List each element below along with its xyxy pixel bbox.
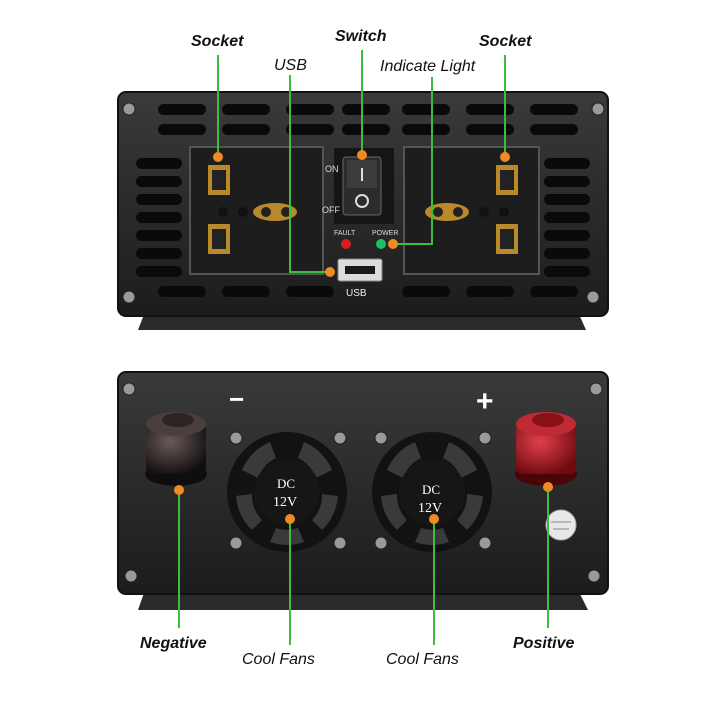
vent-slot — [136, 212, 182, 223]
vent-slot — [530, 286, 578, 297]
marker-positive — [543, 482, 553, 492]
ac-front-panel: ON OFF FAULT POWER USB — [117, 91, 609, 330]
leader-usb — [289, 75, 329, 273]
socket-right — [403, 146, 540, 275]
fault-label: FAULT — [334, 230, 356, 237]
cooling-fan-right — [372, 431, 492, 552]
fan-right-voltage-label: 12V — [418, 501, 442, 516]
vent-slot — [158, 286, 206, 297]
vent-slot — [544, 266, 590, 277]
vent-slot — [136, 266, 182, 277]
vent-slot — [286, 124, 334, 135]
vent-slot — [342, 104, 390, 115]
callout-positive: Positive — [513, 635, 575, 652]
marker-socket-right — [500, 152, 510, 162]
vent-slot — [530, 124, 578, 135]
corner-screws — [122, 382, 603, 583]
vent-slot — [544, 176, 590, 187]
rating-sticker — [545, 509, 577, 541]
vent-slot — [402, 104, 450, 115]
vent-slot — [544, 158, 590, 169]
vent-slot — [402, 124, 450, 135]
vent-slot — [544, 194, 590, 205]
power-led — [376, 239, 386, 249]
switch-on-label: ON — [325, 164, 339, 174]
leader-lines — [178, 50, 549, 645]
power-switch[interactable] — [334, 148, 394, 224]
callout-cool-fans-left: Cool Fans — [242, 651, 315, 668]
vent-slot — [530, 104, 578, 115]
marker-indicate-light — [388, 239, 398, 249]
callout-socket-left: Socket — [191, 33, 244, 50]
vent-slot — [136, 230, 182, 241]
vent-slot — [286, 286, 334, 297]
vent-slot — [342, 124, 390, 135]
callout-markers — [174, 150, 553, 524]
corner-screws — [122, 102, 605, 304]
vent-slot — [136, 194, 182, 205]
marker-cool-fans-left — [285, 514, 295, 524]
marker-negative — [174, 485, 184, 495]
vent-slot — [158, 124, 206, 135]
vent-slot — [466, 124, 514, 135]
vent-slot — [544, 212, 590, 223]
cooling-fan-left — [227, 431, 347, 552]
callout-switch: Switch — [335, 28, 387, 45]
vent-slot — [158, 104, 206, 115]
dc-rear-panel: − + — [117, 371, 609, 610]
usb-port-label: USB — [346, 288, 367, 299]
vent-slot — [136, 176, 182, 187]
vent-slot — [222, 104, 270, 115]
callout-indicate-light: Indicate Light — [380, 58, 476, 75]
marker-usb — [325, 267, 335, 277]
vent-slot — [136, 158, 182, 169]
negative-terminal[interactable] — [145, 412, 207, 486]
vent-slot — [544, 230, 590, 241]
plus-symbol: + — [476, 385, 494, 418]
callout-negative: Negative — [140, 635, 207, 652]
socket-left — [189, 146, 324, 275]
fan-right-dc-label: DC — [422, 482, 440, 497]
vent-slots — [136, 104, 590, 297]
marker-cool-fans-right — [429, 514, 439, 524]
marker-switch — [357, 150, 367, 160]
usb-port[interactable] — [337, 258, 383, 282]
callout-cool-fans-right: Cool Fans — [386, 651, 459, 668]
fan-left-dc-label: DC — [277, 476, 295, 491]
vent-slot — [222, 286, 270, 297]
switch-off-label: OFF — [322, 205, 340, 215]
vent-slot — [286, 104, 334, 115]
callout-socket-right: Socket — [479, 33, 532, 50]
vent-slot — [544, 248, 590, 259]
fault-led — [341, 239, 351, 249]
leader-indicate-light — [392, 77, 433, 245]
vent-slot — [402, 286, 450, 297]
minus-symbol: − — [229, 384, 244, 414]
fan-left-voltage-label: 12V — [273, 495, 297, 510]
vent-slot — [466, 286, 514, 297]
marker-socket-left — [213, 152, 223, 162]
vent-slot — [222, 124, 270, 135]
power-label: POWER — [372, 230, 398, 237]
vent-slot — [136, 248, 182, 259]
vent-slot — [466, 104, 514, 115]
callout-usb: USB — [274, 57, 307, 74]
positive-terminal[interactable] — [515, 412, 577, 486]
